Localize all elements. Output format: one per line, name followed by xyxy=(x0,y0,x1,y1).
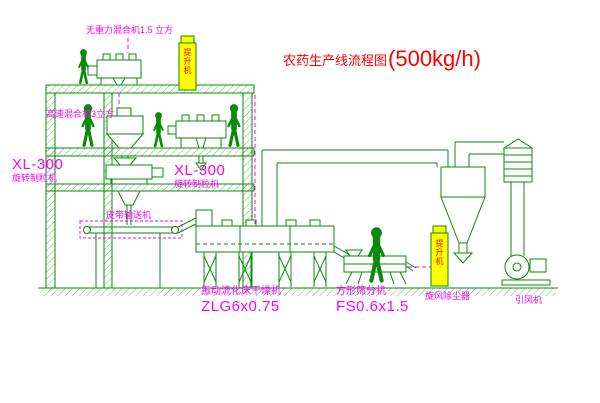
sifter-model: FS0.6x1.5 xyxy=(336,297,409,315)
induced-draft-fan xyxy=(501,254,551,286)
elevator-right-text: 提升机 xyxy=(435,239,444,266)
dryer-name: 振动流化床干燥机 xyxy=(201,286,281,297)
bucket-elevator-right xyxy=(430,225,449,287)
rotary-granulator-right xyxy=(167,114,227,171)
label-cyclone: 旋风除尘器 xyxy=(425,291,471,301)
ground-line xyxy=(38,287,558,296)
title-text: 农药生产线流程图 xyxy=(283,52,388,68)
exhaust-duct xyxy=(261,149,449,226)
horizontal-mixer xyxy=(87,53,142,86)
rotary-granulator-left xyxy=(105,157,164,225)
material-transfer-lines xyxy=(118,38,431,268)
worker-figure xyxy=(154,113,163,146)
worker-figure xyxy=(229,105,240,146)
worker-figure xyxy=(370,228,384,281)
fluid-bed-dryer xyxy=(195,209,351,287)
high-speed-mixer xyxy=(105,107,145,161)
label-induced-fan: 引风机 xyxy=(515,295,543,305)
diagram-title: 农药生产线流程图 (500kg/h) xyxy=(283,46,481,72)
granulator-right-model: XL-300 xyxy=(174,162,226,179)
worker-figure xyxy=(79,50,88,83)
dryer-supports xyxy=(203,252,327,287)
label-gravity-mixer: 无重力混合机1.5 立方 xyxy=(86,25,174,35)
label-high-speed-mixer: 高速混合机3立方 xyxy=(46,109,115,119)
granulator-right-name: 旋转制粒机 xyxy=(174,179,220,190)
label-fluid-bed-dryer: 振动流化床干燥机 ZLG6x0.75 xyxy=(201,286,281,315)
bucket-elevator-top xyxy=(178,35,197,91)
granulator-left-name: 旋转制粒机 xyxy=(12,173,58,184)
label-granulator-right: XL-300 旋转制粒机 xyxy=(174,162,225,190)
building-structure xyxy=(45,84,255,289)
exhaust-stack-cap xyxy=(502,138,534,183)
granulator-left-model: XL-300 xyxy=(12,156,64,173)
outlet-duct-stack xyxy=(454,141,525,256)
dryer-model: ZLG6x0.75 xyxy=(201,297,280,315)
label-square-sifter: 方形筛分机 FS0.6x1.5 xyxy=(336,286,409,315)
sifter-name: 方形筛分机 xyxy=(336,286,386,297)
label-granulator-left: XL-300 旋转制粒机 xyxy=(12,156,63,184)
conveyor-highlight-box xyxy=(79,220,183,239)
label-belt-conveyor: 皮带输送机 xyxy=(106,210,152,220)
elevator-top-text: 提升机 xyxy=(183,48,192,75)
belt-conveyor xyxy=(83,217,197,288)
cyclone-separator xyxy=(440,166,486,264)
title-capacity: (500kg/h) xyxy=(388,46,481,71)
